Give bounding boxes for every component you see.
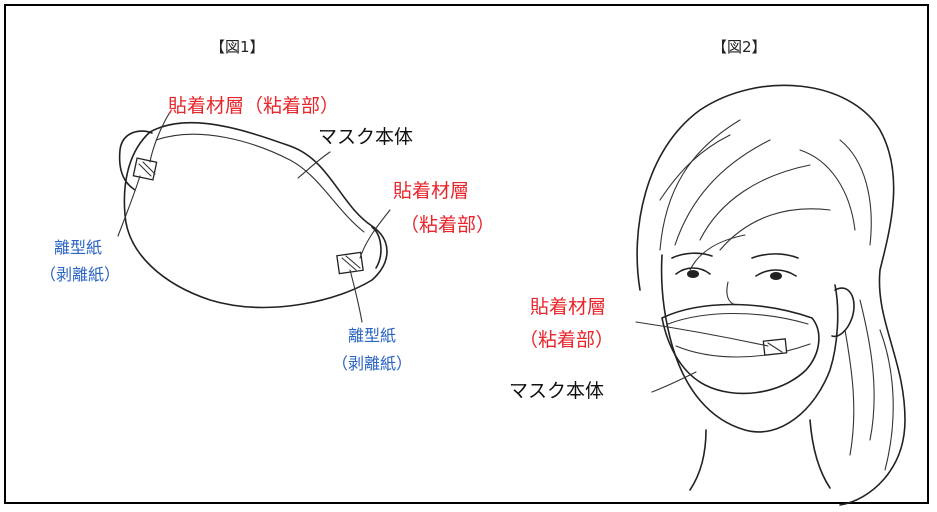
fig1-leader-adhesive-right: [359, 209, 391, 259]
fig1-leader-adhesive-top: [149, 111, 171, 163]
fig1-left-tab: [118, 130, 153, 191]
fig1-release-paper-right: [336, 251, 364, 275]
fig1-release-label-bottom-line2: （剥離紙）: [332, 354, 413, 373]
fig1-release-label-left-line1: 離型紙: [54, 238, 103, 257]
fig2-ear: [831, 287, 855, 338]
fig1-adhesive-label-right-line2: （粘着部）: [400, 214, 496, 236]
fig2-face-outline: [660, 254, 839, 433]
fig1-right-tab: [371, 226, 382, 269]
fig1-title: 【図1】: [210, 38, 265, 56]
fig2-adhesive-tab: [762, 338, 788, 356]
fig2-adhesive-label-line2: （粘着部）: [519, 329, 615, 351]
fig2-eye-left: [675, 267, 711, 278]
fig2-mask-fold: [675, 343, 811, 358]
fig2-title: 【図2】: [712, 38, 767, 56]
fig2-leader-adhesive: [635, 321, 769, 347]
fig2-mask-top-edge: [667, 313, 809, 325]
fig2-hair-outline: [636, 84, 906, 506]
fig1-leader-mask-body: [297, 151, 331, 179]
fig1-adhesive-label-right-line1: 貼着材層: [393, 180, 470, 202]
fig1-adhesive-label-top: 貼着材層（粘着部）: [168, 95, 340, 117]
fig2-eyebrow-right: [751, 253, 799, 259]
fig1-fold-line: [155, 133, 365, 233]
fig2-leader-mask-body: [651, 371, 697, 393]
fig1-mask-body-label: マスク本体: [318, 126, 414, 148]
fig2-mask-body-label: マスク本体: [509, 380, 605, 402]
fig2-adhesive-label-line1: 貼着材層: [530, 296, 607, 318]
fig1-leader-release-bottom: [349, 269, 363, 323]
fig1-mask-illustration: [117, 111, 391, 323]
fig2-eye-right: [755, 269, 797, 280]
fig2-hair-strands: [659, 119, 894, 471]
fig2-face-illustration: [635, 84, 906, 506]
fig1-release-paper-left: [132, 157, 158, 181]
fig2-neck: [689, 429, 707, 491]
fig1-release-label-left-line2: （剥離紙）: [40, 265, 121, 284]
fig1-release-label-bottom-line1: 離型紙: [348, 326, 397, 345]
fig1-mask-outline: [123, 121, 388, 309]
fig2-eyebrow-left: [671, 252, 713, 259]
fig2-mask: [661, 303, 820, 395]
fig2-neck-right: [809, 419, 831, 489]
fig2-nose: [726, 281, 737, 306]
fig1-leader-release-left: [117, 175, 141, 237]
